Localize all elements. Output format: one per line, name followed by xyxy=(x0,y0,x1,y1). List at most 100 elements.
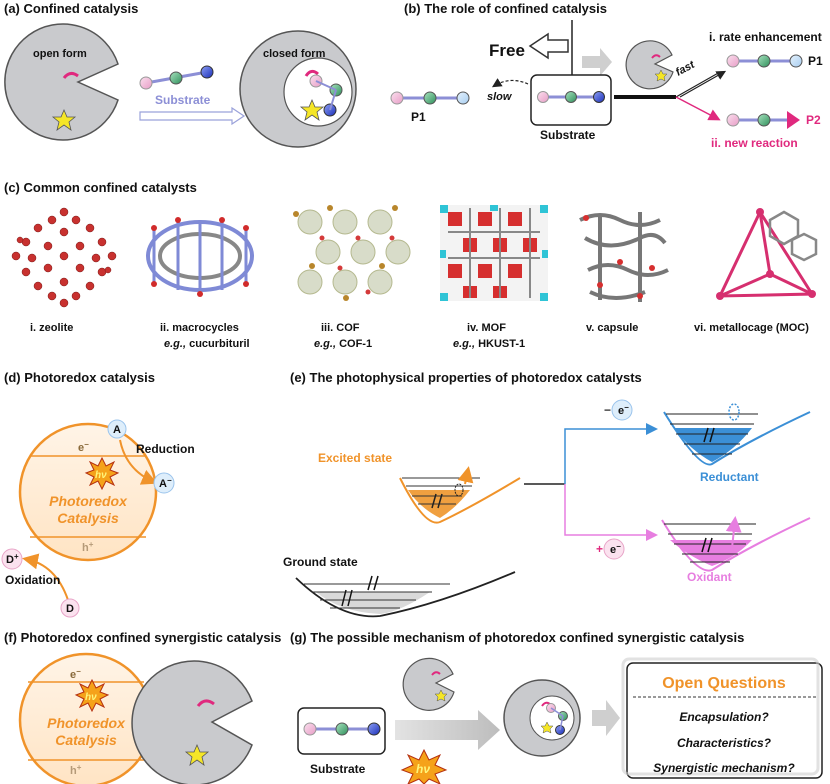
catalyst-label-zeolite: i. zeolite xyxy=(30,322,73,334)
catalyst-eg-macrocycles: e.g., xyxy=(164,338,186,350)
svg-text:h+: h+ xyxy=(70,763,82,777)
reductant-well xyxy=(663,403,811,466)
electron-add-badge: e− xyxy=(603,538,625,560)
hole-label-f: h xyxy=(70,765,77,777)
substrate-box-b xyxy=(530,74,612,126)
open-form-label: open form xyxy=(33,48,87,60)
catalyst-label-capsule: v. capsule xyxy=(586,322,638,334)
svg-text:e−: e− xyxy=(78,440,89,454)
catalyst-eg-cof: e.g., xyxy=(314,338,336,350)
donor-D-plus: D+ xyxy=(1,548,23,570)
reduction-arrow xyxy=(119,439,158,485)
catalysis-line1-d: Photoredox xyxy=(49,493,128,509)
electron-remove-sup: − xyxy=(624,403,629,412)
catalysis-line2-f: Catalysis xyxy=(55,732,117,748)
substrate-box-g xyxy=(297,707,386,755)
electron-remove-label: e xyxy=(618,405,624,417)
open-form-cage xyxy=(4,23,119,141)
excited-state-label: Excited state xyxy=(318,451,392,465)
ground-state-label: Ground state xyxy=(283,555,358,569)
svg-text:e.g., cucurbituril: e.g., cucurbituril xyxy=(164,338,250,350)
catalyst-labels: i. zeolite ii. macrocycles e.g., cucurbi… xyxy=(30,322,809,350)
free-label: Free xyxy=(489,41,525,60)
catalysis-line2-d: Catalysis xyxy=(57,510,119,526)
panel-a-title: (a) Confined catalysis xyxy=(4,1,138,16)
donor-D: D xyxy=(60,598,80,618)
svg-text:e.g., HKUST-1: e.g., HKUST-1 xyxy=(453,338,525,350)
donor-D-plus-sup: + xyxy=(14,552,19,561)
svg-text:e−: e− xyxy=(618,403,629,417)
closed-form-cage xyxy=(239,30,357,148)
open-questions-title: Open Questions xyxy=(662,675,786,692)
panel-e-title: (e) The photophysical properties of phot… xyxy=(290,370,642,385)
reduction-label: Reduction xyxy=(136,442,195,456)
new-reaction-arrow xyxy=(675,96,721,121)
panel-b-title: (b) The role of confined catalysis xyxy=(404,1,607,16)
excited-state-well xyxy=(399,466,521,524)
electron-remove-badge: e− xyxy=(611,399,633,421)
rate-enhancement-label: i. rate enhancement xyxy=(709,30,822,44)
oxidant-arrow xyxy=(564,484,658,541)
small-cage-g xyxy=(402,657,455,711)
hole-label-d: h xyxy=(82,542,89,554)
fast-line-1 xyxy=(675,71,721,98)
light-burst-icon-g: hν xyxy=(400,748,448,784)
macrocycle-structure xyxy=(146,217,254,297)
hole-sup-f: + xyxy=(77,763,82,772)
catalyst-label-metallocage: vi. metallocage (MOC) xyxy=(694,322,809,334)
oxidant-label: Oxidant xyxy=(687,570,732,584)
oxidation-label: Oxidation xyxy=(5,573,60,587)
acceptor-A-label: A xyxy=(113,424,121,436)
p1-left-label: P1 xyxy=(411,110,426,124)
question-synergistic: Synergistic mechanism? xyxy=(653,761,795,775)
open-to-closed-arrow xyxy=(139,106,246,126)
slow-label: slow xyxy=(487,91,513,103)
open-questions-box xyxy=(621,657,823,779)
closed-form-label: closed form xyxy=(263,48,326,60)
reductant-arrow xyxy=(564,423,658,484)
catalyst-star-icon xyxy=(51,108,77,131)
svg-text:e−: e− xyxy=(70,667,81,681)
free-arrow xyxy=(528,32,569,60)
light-burst-icon-f: hν xyxy=(74,678,110,713)
catalyst-sub-mof: HKUST-1 xyxy=(478,338,525,350)
electron-sup-f: − xyxy=(76,667,81,676)
electron-label-d: e xyxy=(78,442,84,454)
acceptor-A-minus: A− xyxy=(153,472,175,494)
product-p2 xyxy=(726,111,800,129)
new-reaction-label: ii. new reaction xyxy=(711,136,798,150)
light-burst-icon-d: hν xyxy=(84,456,120,491)
small-cage-b xyxy=(625,40,674,90)
to-cage-arrow xyxy=(582,48,612,76)
acceptor-A: A xyxy=(107,419,127,439)
catalyst-label-cof: iii. COF xyxy=(321,322,360,334)
donor-D-plus-label: D xyxy=(6,554,14,566)
hv-label-d: hν xyxy=(95,470,107,481)
metallocage-structure xyxy=(716,208,818,300)
svg-text:D+: D+ xyxy=(6,552,19,566)
hole-sup-d: + xyxy=(89,540,94,549)
minus-sign-e: − xyxy=(604,403,611,417)
p1-right-label: P1 xyxy=(808,54,823,68)
catalyst-label-mof: iv. MOF xyxy=(467,322,506,334)
svg-text:e.g., COF-1: e.g., COF-1 xyxy=(314,338,372,350)
catalyst-sub-cof: COF-1 xyxy=(339,338,372,350)
electron-sup-d: − xyxy=(84,440,89,449)
zeolite-structure xyxy=(11,207,117,308)
catalyst-eg-mof: e.g., xyxy=(453,338,475,350)
acceptor-A-minus-label: A xyxy=(159,478,167,490)
panel-g-title: (g) The possible mechanism of photoredox… xyxy=(290,630,744,645)
electron-label-f: e xyxy=(70,669,76,681)
svg-text:h+: h+ xyxy=(82,540,94,554)
product-p1-right xyxy=(726,54,803,68)
substrate-label-b: Substrate xyxy=(540,128,596,142)
fast-label: fast xyxy=(674,58,698,78)
electron-add-sup: − xyxy=(616,542,621,551)
acceptor-A-minus-sup: − xyxy=(167,476,172,485)
mof-structure xyxy=(440,205,548,301)
capsule-structure xyxy=(579,212,669,302)
substrate-label-a: Substrate xyxy=(155,93,211,107)
reductant-label: Reductant xyxy=(700,470,759,484)
oxidant-well xyxy=(661,516,811,572)
